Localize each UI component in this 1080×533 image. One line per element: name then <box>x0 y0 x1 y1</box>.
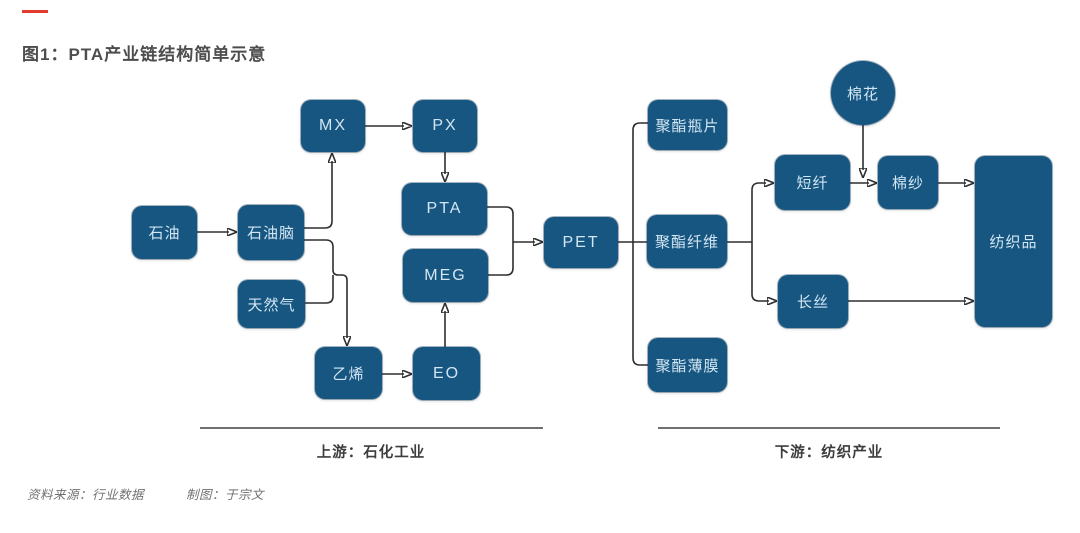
node-label: 石油脑 <box>246 225 295 242</box>
node-changsi: 长丝 <box>778 275 848 328</box>
node-juzhi-xianwei: 聚酯纤维 <box>647 215 727 268</box>
edge-tianranqi-trunk <box>305 275 334 304</box>
node-pet: PET <box>544 217 618 268</box>
upstream-group-label: 上游：石化工业 <box>316 445 426 461</box>
node-meg: MEG <box>403 249 488 302</box>
edge-pta-merge <box>487 206 514 242</box>
edge-split-changsi <box>751 242 769 301</box>
node-label: PTA <box>426 200 463 217</box>
edge-split-duanxian <box>751 183 766 242</box>
figure-title: 图1：PTA产业链结构简单示意 <box>22 45 267 64</box>
edge-trunk-baomo <box>632 242 648 366</box>
node-label: 聚酯纤维 <box>654 234 719 251</box>
node-label: 短纤 <box>796 175 829 192</box>
node-shiyounao: 石油脑 <box>238 205 304 260</box>
node-duanxian: 短纤 <box>775 155 850 210</box>
node-fangzhipin: 纺织品 <box>975 156 1052 327</box>
credit-label: 制图：于宗文 <box>186 488 265 502</box>
node-eo: EO <box>413 347 480 400</box>
edge-shiyounao-mx <box>303 161 332 229</box>
node-label: 纺织品 <box>989 234 1038 251</box>
edge-trunk-pingpian <box>632 122 648 242</box>
node-px: PX <box>413 100 477 152</box>
node-yixi: 乙烯 <box>315 347 382 399</box>
node-mx: MX <box>301 100 365 152</box>
source-label: 资料来源：行业数据 <box>27 488 145 502</box>
footer-line: 资料来源：行业数据 制图：于宗文 <box>27 484 264 503</box>
node-label: EO <box>432 364 461 382</box>
node-juzhi-baomo: 聚酯薄膜 <box>648 338 727 392</box>
node-label: PET <box>562 233 600 251</box>
edge-shiyounao-yixi <box>303 239 347 338</box>
node-label: 棉花 <box>846 85 879 103</box>
node-mianhua: 棉花 <box>831 61 895 125</box>
node-label: PX <box>432 117 458 134</box>
node-miansha: 棉纱 <box>878 156 938 209</box>
downstream-group-label: 下游：纺织产业 <box>774 445 884 461</box>
node-label: 长丝 <box>796 294 829 311</box>
node-label: 聚酯瓶片 <box>655 117 720 135</box>
node-label: MX <box>319 117 347 134</box>
node-label: 聚酯薄膜 <box>655 357 720 375</box>
node-label: MEG <box>424 266 467 284</box>
node-pta: PTA <box>402 183 487 235</box>
node-juzhi-pingpian: 聚酯瓶片 <box>648 100 727 150</box>
node-shiyou: 石油 <box>132 206 197 259</box>
node-label: 天然气 <box>247 296 296 314</box>
node-label: 棉纱 <box>891 175 924 192</box>
node-tianranqi: 天然气 <box>238 280 305 328</box>
node-label: 乙烯 <box>332 365 365 383</box>
node-label: 石油 <box>148 225 181 242</box>
red-accent-bar <box>22 10 48 13</box>
edge-meg-merge <box>488 242 514 276</box>
